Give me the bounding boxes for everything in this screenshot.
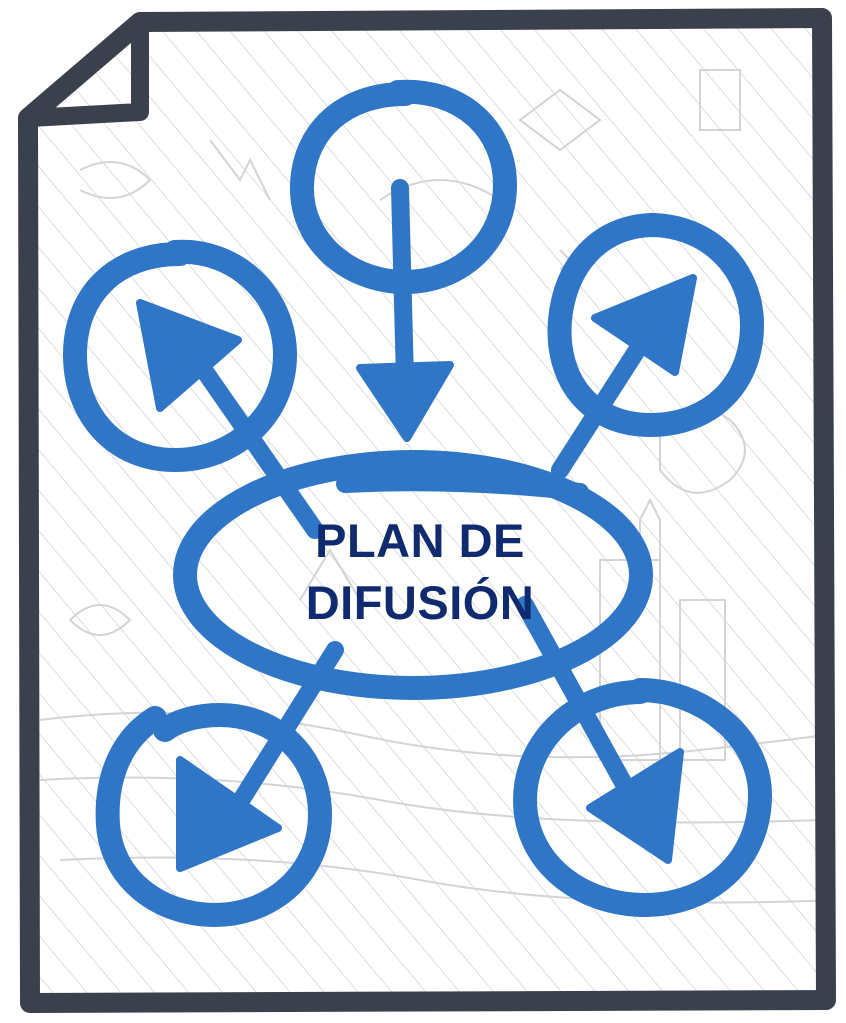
center-label: PLAN DE DIFUSIÓN [250, 510, 590, 634]
arrowhead-down-icon [356, 361, 454, 442]
arrowhead-up-right-icon [591, 274, 697, 376]
folded-corner [29, 22, 149, 127]
arrow-shaft-top [391, 179, 414, 389]
node-circle-top-left [63, 239, 297, 472]
paper-frame [18, 8, 836, 1013]
arrowhead-down-left-icon [176, 756, 282, 872]
arrowhead-up-left-icon [136, 299, 242, 412]
arrowhead-down-right-icon [586, 748, 684, 864]
arrow-shaft-bottom-right [516, 596, 639, 804]
arrow-shaft-top-right [551, 321, 659, 479]
center-label-line-2: DIFUSIÓN [305, 576, 535, 629]
center-label-line-1: PLAN DE [315, 514, 525, 567]
node-circle-top-right [547, 213, 764, 437]
arrow-shaft-top-left [181, 341, 324, 539]
node-circle-bottom-right [513, 678, 772, 917]
center-ellipse [173, 450, 653, 700]
arrow-shaft-bottom-left [226, 641, 344, 819]
center-ellipse-overlap-stroke [336, 473, 589, 501]
node-circle-bottom-left [95, 703, 332, 927]
